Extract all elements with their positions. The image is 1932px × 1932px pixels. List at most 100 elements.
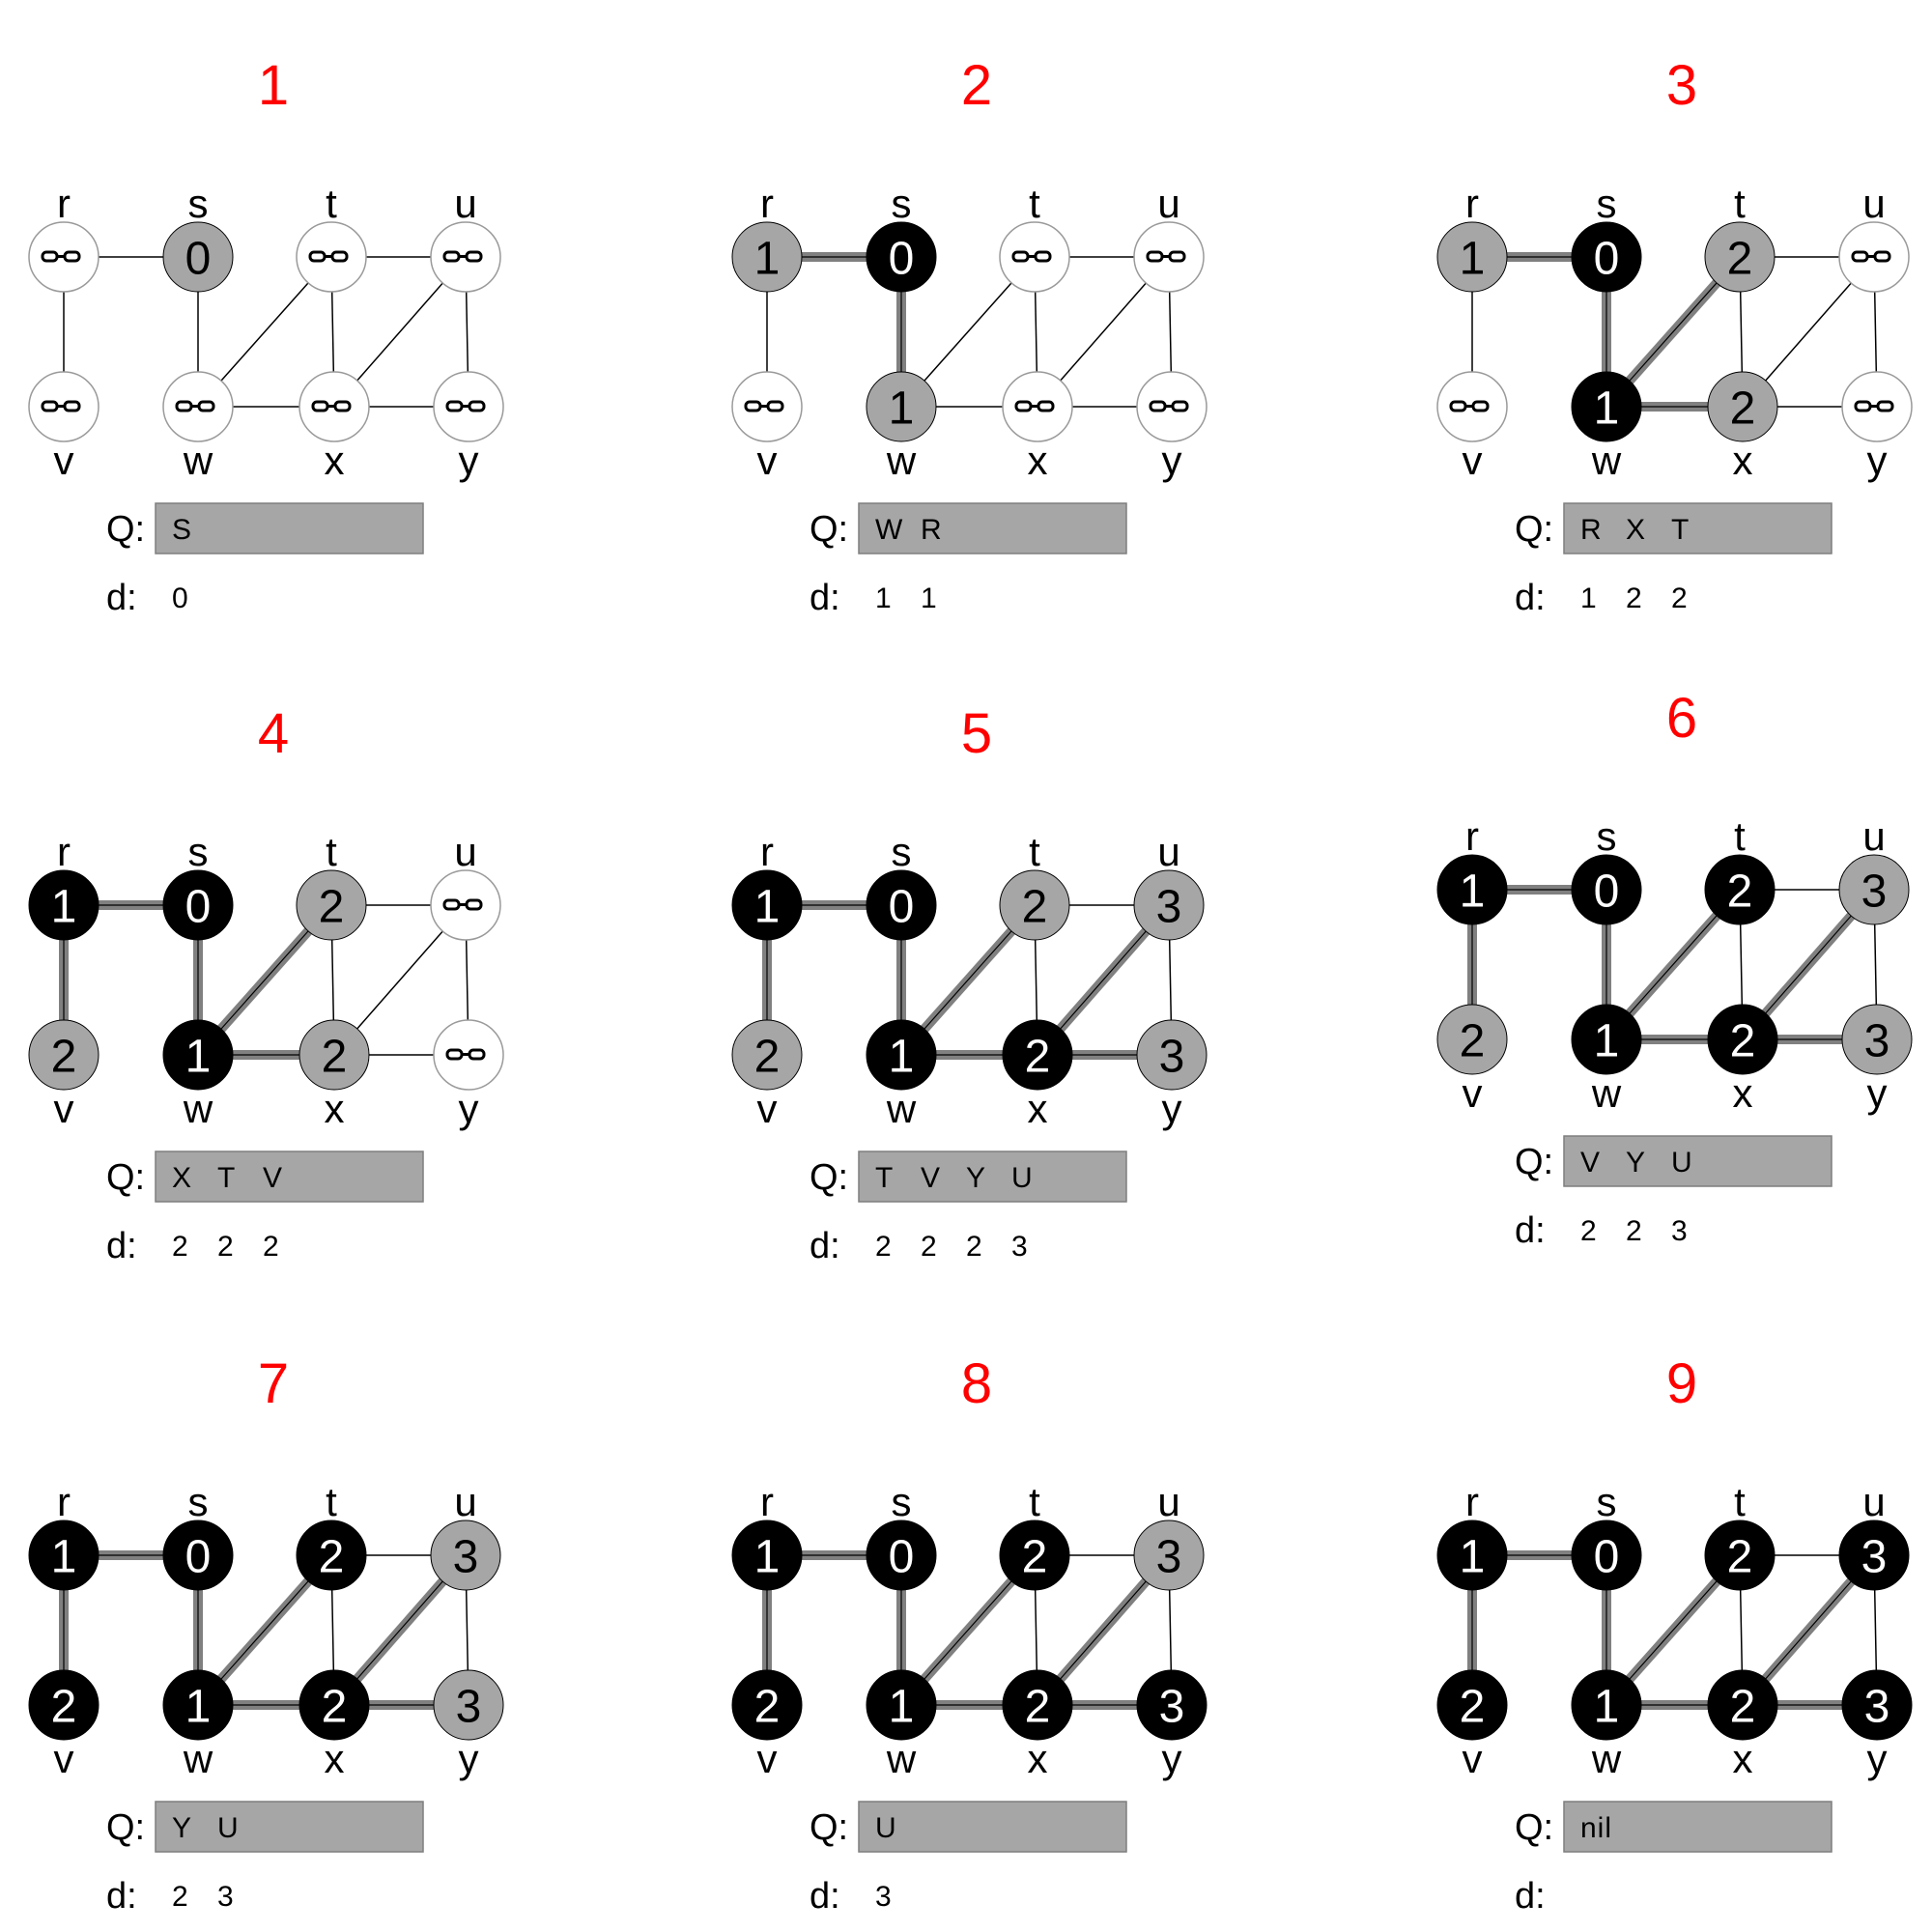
vertex-s: 0 <box>162 869 234 941</box>
vertex-x: 2 <box>1707 1004 1778 1075</box>
infinity-icon <box>1851 250 1891 263</box>
distance-item: 3 <box>875 1881 893 1913</box>
vertex-circle <box>296 869 367 941</box>
vertex-name-y: y <box>459 1736 479 1781</box>
vertex-distance: 3 <box>1864 1016 1890 1067</box>
vertex-distance: 1 <box>1460 867 1486 918</box>
queue-box <box>155 502 424 554</box>
vertex-v: 2 <box>731 1019 803 1091</box>
vertex-circle <box>1707 1004 1778 1075</box>
vertex-r <box>28 221 99 293</box>
vertex-circle <box>1571 221 1642 293</box>
vertex-circle <box>866 869 937 941</box>
infinity-icon <box>308 250 349 263</box>
vertex-distance: 3 <box>1159 1032 1185 1083</box>
vertex-distance: 3 <box>1156 882 1182 933</box>
vertex-name-v: v <box>757 1736 778 1781</box>
vertex-distance: 1 <box>1460 234 1486 285</box>
queue-item: S <box>172 514 192 546</box>
queue-item: U <box>875 1812 897 1844</box>
distance-label: d: <box>810 1226 840 1266</box>
distance-item: 2 <box>1626 582 1643 614</box>
vertex-name-t: t <box>1029 829 1040 874</box>
vertex-circle <box>1704 1520 1776 1591</box>
vertex-name-w: w <box>1591 438 1622 483</box>
vertex-circle <box>1136 1669 1208 1741</box>
vertex-s: 0 <box>866 221 937 293</box>
vertex-u <box>430 869 501 941</box>
vertex-name-v: v <box>1463 438 1483 483</box>
vertex-name-u: u <box>1862 181 1885 226</box>
vertex-circle <box>1704 221 1776 293</box>
vertex-circle <box>28 1669 99 1741</box>
infinity-icon <box>1854 400 1894 412</box>
vertex-circle <box>1436 221 1508 293</box>
vertex-v: 2 <box>731 1669 803 1741</box>
vertex-distance: 3 <box>1861 867 1888 918</box>
queue-item: T <box>875 1162 894 1194</box>
vertex-u <box>430 221 501 293</box>
distance-item: 3 <box>217 1881 235 1913</box>
queue-label: Q: <box>810 1157 848 1198</box>
queue-label: Q: <box>1515 1142 1553 1182</box>
vertex-distance: 2 <box>1730 1682 1756 1733</box>
queue-label: Q: <box>1515 509 1553 550</box>
vertex-name-x: x <box>1733 1070 1753 1116</box>
vertex-circle <box>162 1019 234 1091</box>
vertex-w: 1 <box>1571 1004 1642 1075</box>
vertex-circle <box>28 1520 99 1591</box>
vertex-s: 0 <box>1571 1520 1642 1591</box>
vertex-r: 1 <box>731 1520 803 1591</box>
vertex-x <box>1002 371 1073 442</box>
vertex-name-v: v <box>1463 1736 1483 1781</box>
vertex-distance: 2 <box>1460 1682 1486 1733</box>
queue-label: Q: <box>106 1157 145 1198</box>
vertex-circle <box>731 869 803 941</box>
queue-item: Y <box>1626 1147 1646 1179</box>
vertex-distance: 1 <box>1594 1016 1620 1067</box>
vertex-name-t: t <box>326 829 337 874</box>
vertex-circle <box>1571 854 1642 925</box>
vertex-distance: 2 <box>1727 867 1753 918</box>
vertex-circle <box>296 1520 367 1591</box>
infinity-icon <box>445 1048 486 1061</box>
vertex-t <box>296 221 367 293</box>
vertex-r: 1 <box>1436 1520 1508 1591</box>
queue-label: Q: <box>1515 1807 1553 1848</box>
vertex-distance: 2 <box>1460 1016 1486 1067</box>
vertex-r: 1 <box>731 869 803 941</box>
vertex-circle <box>28 869 99 941</box>
vertex-circle <box>1436 854 1508 925</box>
distance-item: 0 <box>172 582 189 614</box>
vertex-distance: 0 <box>1594 1532 1620 1583</box>
vertex-name-r: r <box>57 829 71 874</box>
vertex-y <box>433 1019 504 1091</box>
queue-item: V <box>1580 1147 1601 1179</box>
distance-item: 2 <box>921 1231 938 1263</box>
vertex-distance: 3 <box>1156 1532 1182 1583</box>
vertex-distance: 2 <box>754 1682 781 1733</box>
vertex-circle <box>731 1019 803 1091</box>
vertex-distance: 2 <box>1727 234 1753 285</box>
vertex-circle <box>1133 869 1205 941</box>
vertex-name-s: s <box>892 181 912 226</box>
vertex-name-t: t <box>1029 181 1040 226</box>
queue-box <box>1563 502 1833 554</box>
vertex-distance: 3 <box>453 1532 479 1583</box>
vertex-name-w: w <box>1591 1736 1622 1781</box>
vertex-u: 3 <box>430 1520 501 1591</box>
vertex-name-s: s <box>1597 1479 1617 1524</box>
vertex-name-u: u <box>454 829 476 874</box>
vertex-circle <box>866 221 937 293</box>
infinity-icon <box>311 400 352 412</box>
queue-item: V <box>921 1162 941 1194</box>
vertex-name-s: s <box>1597 813 1617 859</box>
vertex-distance: 2 <box>51 1032 77 1083</box>
queue-item: nil <box>1580 1812 1612 1844</box>
vertex-circle <box>866 371 937 442</box>
vertex-circle <box>1002 1669 1073 1741</box>
vertex-name-t: t <box>1734 813 1746 859</box>
distance-label: d: <box>810 1876 840 1917</box>
